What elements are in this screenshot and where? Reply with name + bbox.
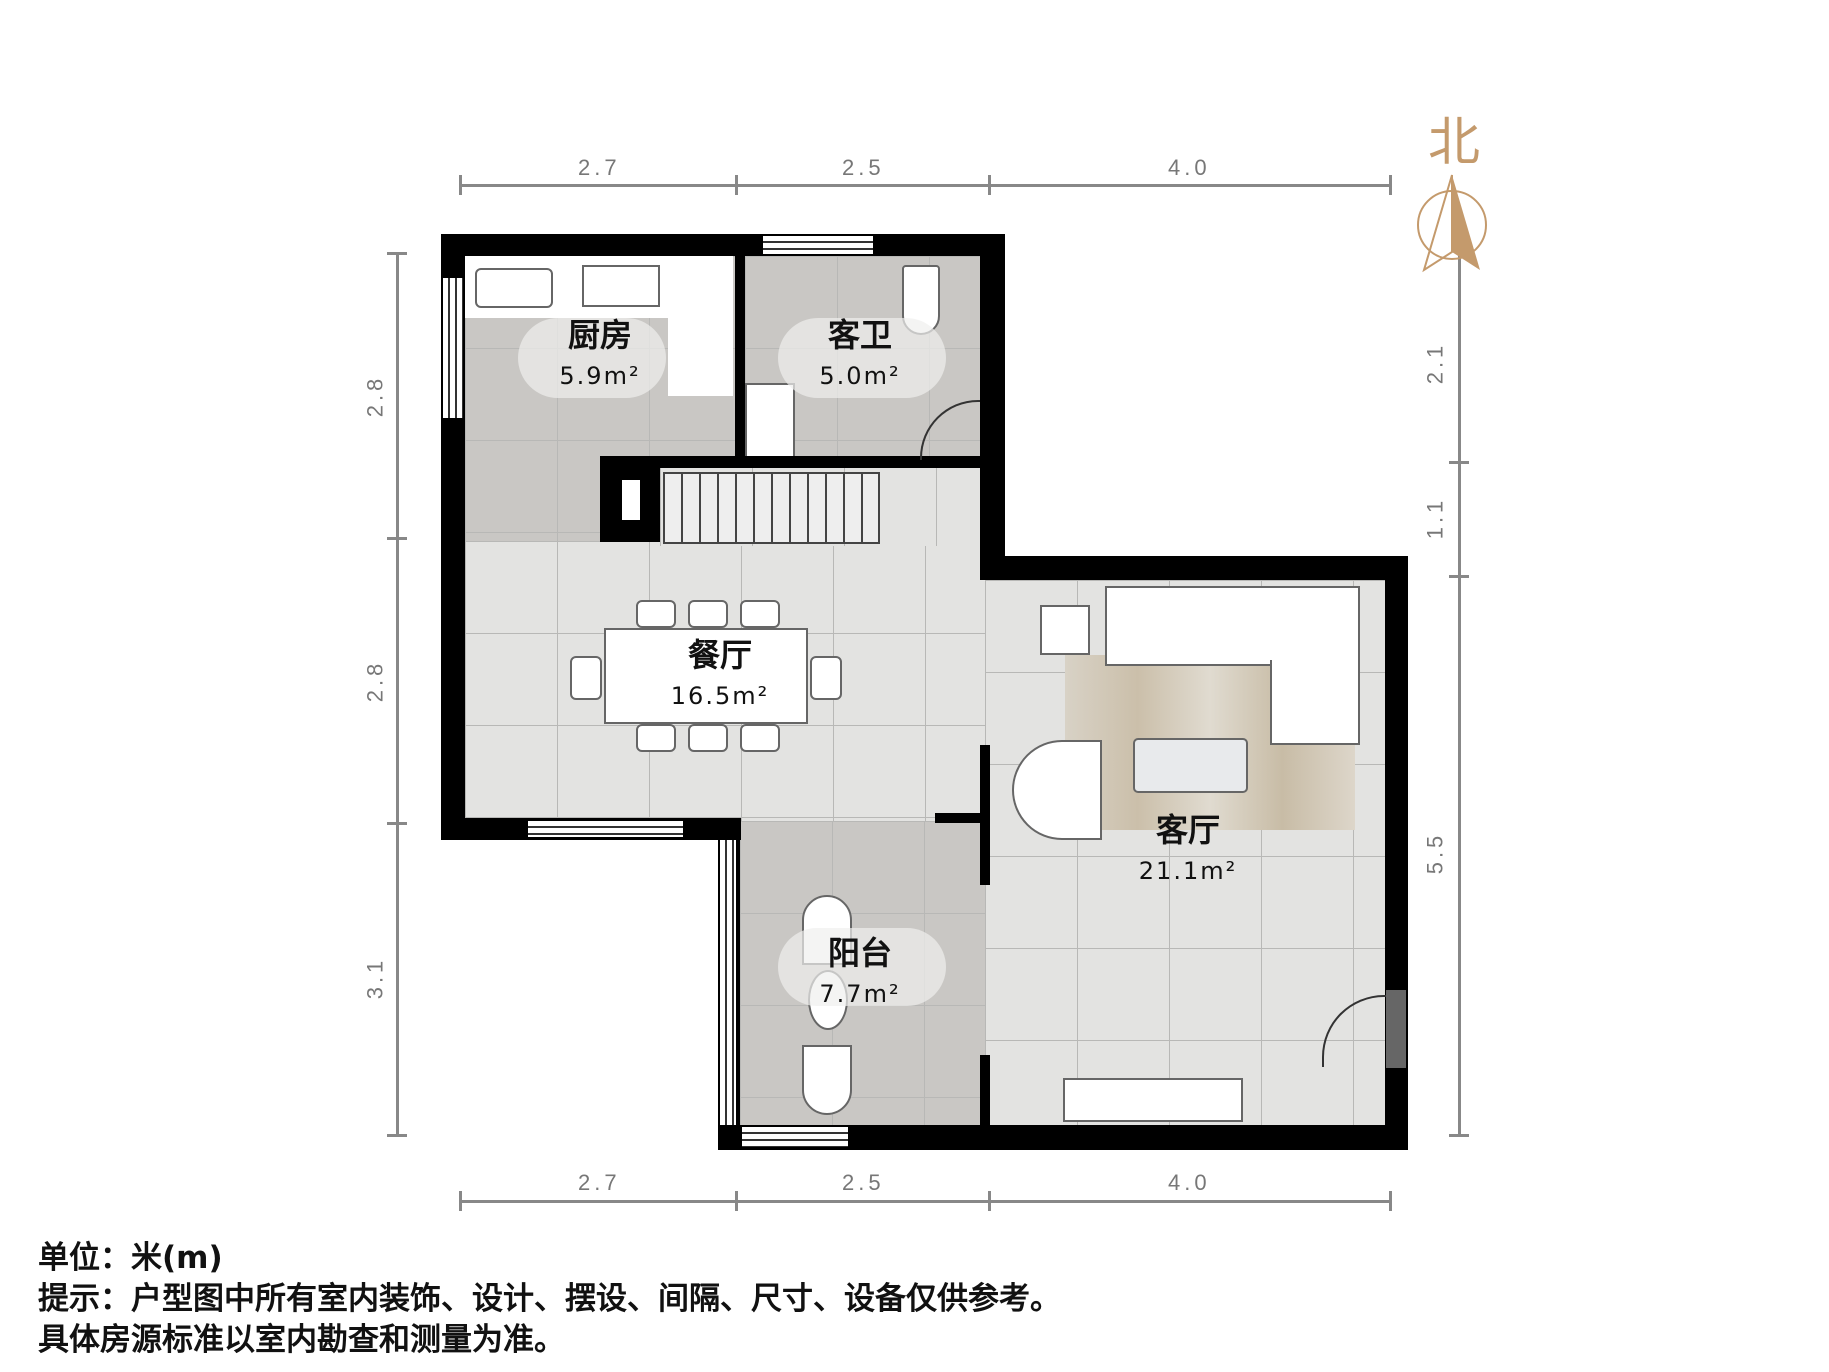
disclaimer-note: 提示：户型图中所有室内装饰、设计、摆设、间隔、尺寸、设备仅供参考。 <box>38 1281 1061 1317</box>
dimension-line-top <box>459 184 1391 187</box>
room-area: 21.1m² <box>1138 857 1238 885</box>
dim-tick <box>387 1134 407 1137</box>
side-table-icon <box>1040 605 1090 655</box>
dim-tick <box>387 252 407 255</box>
dim-tick <box>459 175 462 195</box>
standard-note: 具体房源标准以室内勘查和测量为准。 <box>38 1322 565 1358</box>
dim-label: 4.0 <box>1168 1170 1211 1195</box>
dim-tick <box>1449 575 1469 578</box>
wall <box>980 556 1408 580</box>
room-area: 16.5m² <box>670 682 770 710</box>
chair-icon <box>810 656 842 700</box>
staircase <box>663 472 880 544</box>
north-arrow-icon <box>1417 174 1487 273</box>
chair-icon <box>688 600 728 628</box>
dim-label: 1.1 <box>1422 496 1448 540</box>
dim-tick <box>1449 461 1469 464</box>
room-area: 7.7m² <box>819 980 901 1008</box>
label-backdrop <box>518 318 666 398</box>
tv-cabinet-icon <box>1063 1078 1243 1122</box>
window <box>528 821 683 837</box>
kitchen-counter-side <box>668 256 733 396</box>
dim-tick <box>1449 1134 1469 1137</box>
room-label-bathroom: 客卫 5.0m² <box>780 310 940 390</box>
room-name: 厨房 <box>567 316 632 354</box>
armchair-icon <box>1012 740 1102 840</box>
dim-tick <box>1389 175 1392 195</box>
sofa-icon <box>1105 586 1360 666</box>
room-name: 餐厅 <box>687 636 752 674</box>
dim-label: 4.0 <box>1168 155 1211 180</box>
chair-icon <box>636 724 676 752</box>
dim-label: 2.7 <box>578 1170 621 1195</box>
chair-icon <box>636 600 676 628</box>
compass-label: 北 <box>1428 113 1481 173</box>
stove-icon <box>582 265 660 307</box>
label-backdrop <box>778 318 946 398</box>
entry-door-frame <box>1386 990 1406 1068</box>
room-name: 阳台 <box>827 934 892 972</box>
wall <box>980 234 1005 579</box>
room-area: 5.0m² <box>819 362 901 390</box>
room-area: 5.9m² <box>559 362 641 390</box>
dim-tick <box>1389 1191 1392 1211</box>
lounge-chair-icon <box>802 1045 852 1115</box>
chair-icon <box>570 656 602 700</box>
dim-tick <box>735 175 738 195</box>
sink-icon <box>475 268 553 308</box>
dim-label: 2.7 <box>578 155 621 180</box>
dimension-line-bottom <box>459 1200 1391 1203</box>
basin-icon <box>745 383 795 458</box>
dim-tick <box>735 1191 738 1211</box>
room-label-living: 客厅 21.1m² <box>1108 805 1268 885</box>
room-name: 客厅 <box>1155 811 1220 849</box>
window <box>443 278 463 418</box>
dimension-line-right <box>1458 250 1461 1137</box>
dim-label: 2.8 <box>362 659 388 703</box>
dim-label: 2.5 <box>842 1170 885 1195</box>
wall <box>735 256 745 466</box>
dim-tick <box>988 1191 991 1211</box>
dim-label: 5.5 <box>1422 831 1448 875</box>
coffee-table-icon <box>1133 738 1248 793</box>
room-label-dining: 餐厅 16.5m² <box>640 630 800 710</box>
wall <box>980 1055 990 1130</box>
chair-icon <box>740 600 780 628</box>
wall <box>441 234 1005 256</box>
dimension-line-left <box>396 252 399 1137</box>
dim-tick <box>459 1191 462 1211</box>
sofa-chaise <box>1270 660 1360 745</box>
wall <box>935 813 985 823</box>
room-label-kitchen: 厨房 5.9m² <box>520 310 680 390</box>
label-backdrop <box>778 928 946 1006</box>
dim-tick <box>988 175 991 195</box>
room-label-balcony: 阳台 7.7m² <box>780 928 940 1008</box>
room-name: 客卫 <box>827 316 892 354</box>
dining-table <box>604 628 808 724</box>
dim-label: 2.1 <box>1422 341 1448 385</box>
dim-tick <box>387 822 407 825</box>
chair-icon <box>740 724 780 752</box>
chair-icon <box>688 724 728 752</box>
wall <box>980 745 990 885</box>
dim-label: 2.5 <box>842 155 885 180</box>
wall <box>600 456 980 468</box>
window <box>720 840 736 1125</box>
unit-note: 单位：米(m) <box>38 1240 223 1276</box>
vent-opening <box>622 480 640 520</box>
window <box>763 236 873 254</box>
window <box>742 1127 848 1147</box>
dim-tick <box>387 537 407 540</box>
dim-label: 2.8 <box>362 374 388 418</box>
dim-label: 3.1 <box>362 956 388 1000</box>
